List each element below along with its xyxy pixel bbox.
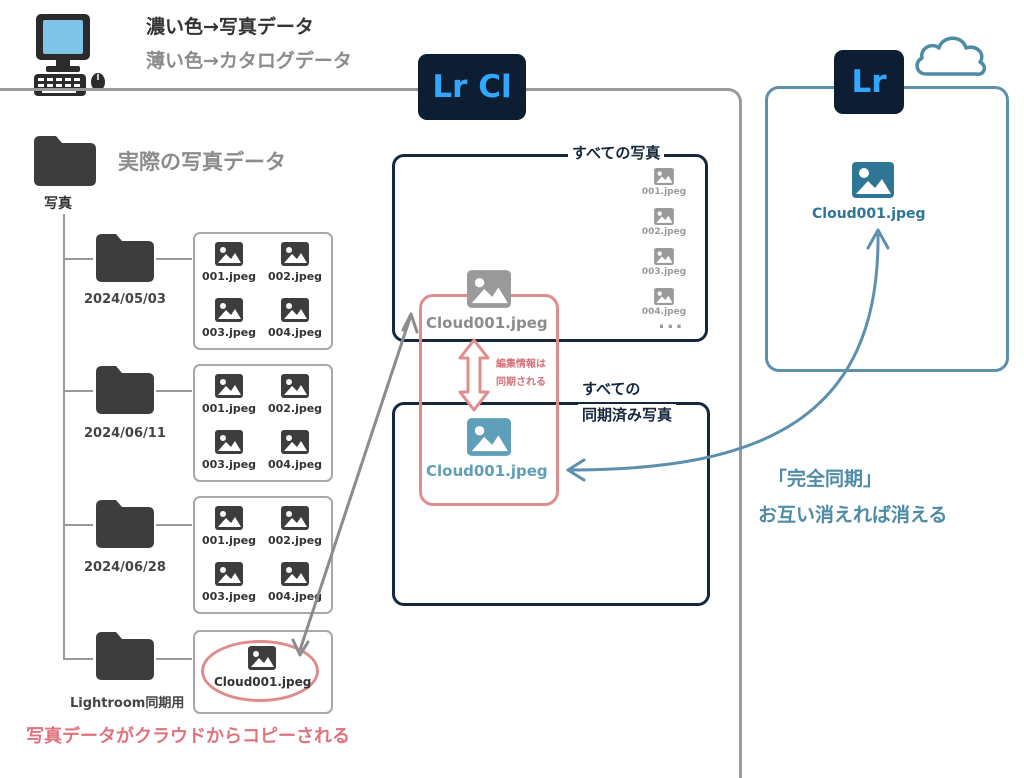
tree-branch — [156, 658, 192, 660]
more-indicator: ... — [658, 312, 685, 333]
folder-date-label: Lightroom同期用 — [70, 696, 185, 711]
file-group: 001.jpeg 002.jpeg 003.jpeg 004.jpeg — [193, 364, 333, 482]
file-name: 001.jpeg — [201, 402, 257, 415]
actual-photo-data-title: 実際の写真データ — [118, 150, 286, 174]
folder-icon — [96, 632, 154, 684]
file-group: 001.jpeg 002.jpeg 003.jpeg 004.jpeg — [193, 496, 333, 614]
synced-photos-title-2: 同期済み写真 — [578, 404, 677, 425]
image-icon — [281, 242, 309, 270]
image-icon — [467, 418, 511, 460]
full-sync-label: 「完全同期」 — [768, 468, 883, 490]
file-name: 002.jpeg — [267, 402, 323, 415]
image-icon — [281, 506, 309, 534]
file-name: 002.jpeg — [267, 534, 323, 547]
file-name: Cloud001.jpeg — [214, 675, 312, 689]
thumb-name: 001.jpeg — [641, 187, 687, 197]
folder-icon — [96, 366, 154, 418]
tree-branch — [156, 258, 192, 260]
lightroom-classic-badge: Lr Cl — [418, 54, 526, 120]
tree-branch — [156, 390, 192, 392]
image-icon — [281, 374, 309, 402]
double-arrow-icon — [458, 338, 490, 416]
tree-branch — [63, 258, 93, 260]
file-name: 004.jpeg — [267, 458, 323, 471]
folder-date-label: 2024/06/11 — [84, 426, 166, 441]
file-name: 001.jpeg — [201, 534, 257, 547]
image-icon — [281, 430, 309, 458]
legend-catalog-data: 薄い色→カタログデータ — [146, 50, 352, 72]
file-name: 001.jpeg — [201, 270, 257, 283]
edit-note-2: 同期される — [496, 377, 546, 388]
lightroom-cloud-badge: Lr — [834, 50, 904, 114]
image-icon — [215, 506, 243, 534]
cloud-file-label: Cloud001.jpeg — [812, 206, 926, 222]
file-name: 003.jpeg — [201, 590, 257, 603]
image-icon — [654, 288, 674, 309]
lightroom-cloud-frame — [765, 86, 1009, 372]
file-group: 001.jpeg 002.jpeg 003.jpeg 004.jpeg — [193, 232, 333, 350]
thumb-name: 003.jpeg — [641, 267, 687, 277]
legend-photo-data: 濃い色→写真データ — [146, 16, 314, 38]
copy-annotation: 写真データがクラウドからコピーされる — [26, 726, 350, 747]
file-name: 003.jpeg — [201, 458, 257, 471]
folder-date-label: 2024/06/28 — [84, 560, 166, 575]
image-icon — [654, 248, 674, 269]
image-icon — [248, 646, 276, 674]
image-icon — [281, 562, 309, 590]
file-name: 004.jpeg — [267, 590, 323, 603]
full-sync-description: お互い消えれば消える — [758, 504, 948, 526]
tree-branch — [63, 390, 93, 392]
image-icon — [215, 298, 243, 326]
folder-icon — [96, 234, 154, 286]
folder-icon — [96, 500, 154, 552]
thumb-name: 002.jpeg — [641, 227, 687, 237]
image-icon — [654, 208, 674, 229]
tree-trunk — [63, 214, 65, 660]
file-name: 003.jpeg — [201, 326, 257, 339]
computer-icon — [28, 10, 110, 100]
image-icon — [215, 562, 243, 590]
image-icon — [281, 298, 309, 326]
all-photos-title: すべての写真 — [568, 142, 665, 163]
tree-branch — [63, 524, 93, 526]
image-icon — [654, 168, 674, 189]
image-icon — [215, 242, 243, 270]
image-icon — [467, 270, 511, 312]
folder-icon — [34, 136, 96, 190]
cloud-icon — [912, 30, 988, 80]
catalog-cloud-file-gray: Cloud001.jpeg — [426, 314, 548, 332]
tree-branch — [63, 658, 93, 660]
synced-photos-title-1: すべての — [578, 378, 645, 399]
root-folder-label: 写真 — [44, 196, 72, 212]
file-name: 002.jpeg — [267, 270, 323, 283]
catalog-cloud-file-blue: Cloud001.jpeg — [426, 462, 548, 480]
edit-note-1: 編集情報は — [496, 359, 546, 370]
folder-date-label: 2024/05/03 — [84, 292, 166, 307]
image-icon — [215, 430, 243, 458]
image-icon — [852, 162, 894, 202]
highlight-oval — [201, 640, 319, 702]
tree-branch — [156, 524, 192, 526]
image-icon — [215, 374, 243, 402]
file-name: 004.jpeg — [267, 326, 323, 339]
